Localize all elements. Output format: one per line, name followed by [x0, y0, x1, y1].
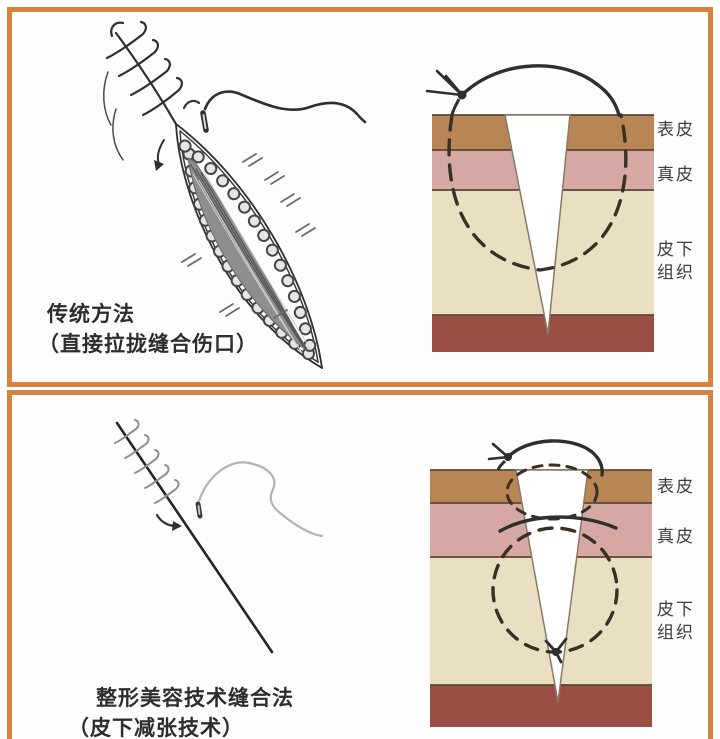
thread-hook [182, 99, 201, 110]
stitch [141, 76, 183, 117]
arrowhead-icon [172, 521, 182, 531]
muscle-stria [195, 168, 307, 350]
label-subcutaneous: 皮下 组织 [657, 600, 695, 642]
tension-marks [181, 153, 316, 319]
muscle-stria [190, 164, 304, 347]
suture-thread-loose [203, 90, 367, 124]
direction-arrow [156, 139, 165, 165]
knot-stub [450, 98, 461, 116]
dashed-suture-loop [447, 113, 628, 272]
fat-lobules-right-fill [180, 141, 317, 361]
surface-thread [506, 439, 604, 477]
needle-highlight [197, 505, 201, 515]
label-epidermis: 表皮 [657, 120, 695, 139]
skin-cross-section-traditional [425, 64, 654, 352]
stitch [129, 57, 171, 97]
label-dermis: 真皮 [657, 527, 695, 546]
panel-traditional: 传统方法 （直接拉拢缝合伤口） 表皮 真皮 皮下 组织 [7, 7, 713, 387]
layer-muscle-fill [430, 685, 652, 727]
knot-stub [496, 459, 507, 471]
buried-knot-icon [544, 637, 568, 664]
skin-fold-line [112, 108, 124, 161]
label-subcutaneous: 皮下 组织 [657, 240, 695, 282]
wound-drawing-traditional [103, 20, 367, 369]
dashed-epidermal-loop [505, 463, 599, 521]
skin-fold-line [103, 71, 112, 126]
fine-stitches [114, 419, 180, 504]
wound-v [504, 114, 571, 335]
fat-lobules-left-fill [184, 149, 314, 359]
surface-thread [460, 64, 621, 117]
traditional-illustration [103, 20, 654, 369]
skin-cross-section-cosmetic [430, 439, 652, 727]
layer-muscle-fill [432, 315, 654, 352]
panel-cosmetic: 整形美容技术缝合法 （皮下减张技术） 表皮 真皮 皮下 组织 [7, 390, 713, 739]
knot-icon [487, 442, 512, 461]
cosmetic-illustration [114, 419, 652, 727]
needle-highlight [202, 114, 207, 129]
suture-thread-loose [197, 461, 324, 538]
muscle-stria [204, 173, 311, 349]
muscle-stria [198, 179, 303, 354]
arrowhead-icon [154, 160, 164, 171]
wound-drawing-cosmetic [114, 419, 324, 654]
incision-line [115, 421, 274, 654]
stitch [117, 38, 159, 78]
caption-cosmetic-subtitle: （皮下减张技术） [68, 717, 244, 739]
caption-traditional-title: 传统方法 [47, 303, 135, 326]
wound-outline-right [175, 123, 323, 369]
wound-v [515, 469, 589, 703]
label-dermis: 真皮 [657, 165, 695, 184]
dermal-suture-line [498, 515, 618, 533]
caption-cosmetic-title: 整形美容技术缝合法 [96, 687, 294, 710]
label-epidermis: 表皮 [657, 477, 695, 496]
muscle-stria [192, 173, 301, 351]
stitch [105, 20, 147, 60]
incision-top-curl [110, 21, 125, 38]
caption-traditional-subtitle: （直接拉拢缝合伤口） [38, 333, 258, 356]
incision-line [114, 31, 178, 126]
knot-icon [425, 69, 467, 100]
muscle-stria [200, 172, 309, 352]
